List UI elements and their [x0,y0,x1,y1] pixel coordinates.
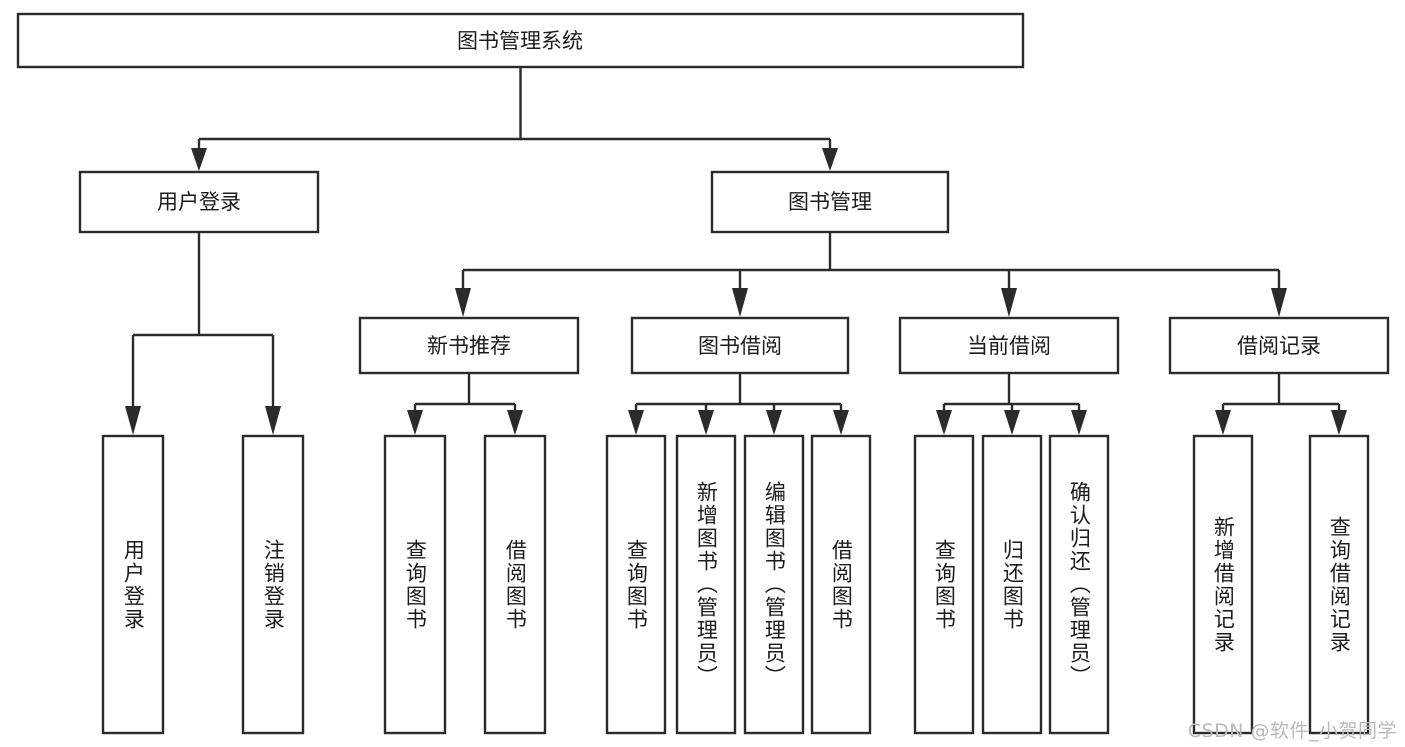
arrow-head-leaf-edit-book [766,410,782,435]
arrow-head-user-login [191,148,207,171]
arrow-head-current-borrow [1001,288,1017,317]
node-leaf-confirm-return-box[interactable] [1048,434,1110,735]
node-current-borrow-label: 当前借阅 [967,334,1051,358]
arrow-head-leaf-add-record [1215,410,1231,435]
node-leaf-borrow-book-1-box[interactable] [483,434,547,735]
arrow-head-leaf-user-login [125,406,141,435]
node-book-borrow-box[interactable] [630,316,850,375]
node-leaf-return-book-box[interactable] [981,434,1043,735]
csdn-watermark: CSDN @软件_小贺同学 [1187,720,1397,742]
arrow-head-book-manage [822,148,838,171]
node-root-box[interactable] [16,12,1025,69]
arrow-head-leaf-query-record [1331,410,1347,435]
arrow-head-leaf-query-book-2 [628,410,644,435]
arrow-head-leaf-borrow-book-1 [507,410,523,435]
arrow-head-borrow-record [1271,288,1287,317]
node-book-manage-box[interactable] [710,170,950,234]
arrow-head-leaf-add-book [698,410,714,435]
node-user-login-label: 用户登录 [157,190,241,214]
node-new-book-recommend-box[interactable] [358,316,580,375]
node-leaf-query-book-2-box[interactable] [605,434,667,735]
node-book-borrow-label: 图书借阅 [698,334,782,358]
arrow-head-leaf-query-book-3 [936,410,952,435]
arrow-head-leaf-return-book [1004,410,1020,435]
node-user-login-box[interactable] [78,170,320,234]
connector-layer [125,67,1347,435]
node-root-label: 图书管理系统 [457,29,583,53]
node-leaf-user-login-box[interactable] [101,434,165,735]
node-leaf-add-record-box[interactable] [1192,434,1254,735]
arrow-head-leaf-borrow-book-2 [833,410,849,435]
node-leaf-query-record-box[interactable] [1308,434,1370,735]
node-leaf-add-book-box[interactable] [675,434,737,735]
node-leaf-borrow-book-2-box[interactable] [810,434,872,735]
node-current-borrow-box[interactable] [898,316,1120,375]
node-borrow-record-box[interactable] [1168,316,1390,375]
arrow-head-book-borrow [732,288,748,317]
node-leaf-logout-box[interactable] [241,434,305,735]
node-leaf-query-book-1-box[interactable] [383,434,447,735]
arrow-head-new-book-recommend [455,288,471,317]
node-leaf-edit-book-box[interactable] [743,434,805,735]
node-layer: 图书管理系统 用户登录 图书管理 新书推荐 图书借阅 当前借阅 借阅记录 [16,12,1390,735]
node-new-book-recommend-label: 新书推荐 [427,334,511,358]
arrow-head-leaf-logout [265,406,281,435]
arrow-head-leaf-query-book-1 [407,410,423,435]
node-leaf-query-book-3-box[interactable] [913,434,975,735]
arrow-head-leaf-confirm-return [1071,410,1087,435]
node-borrow-record-label: 借阅记录 [1237,334,1321,358]
node-book-manage-label: 图书管理 [788,190,872,214]
